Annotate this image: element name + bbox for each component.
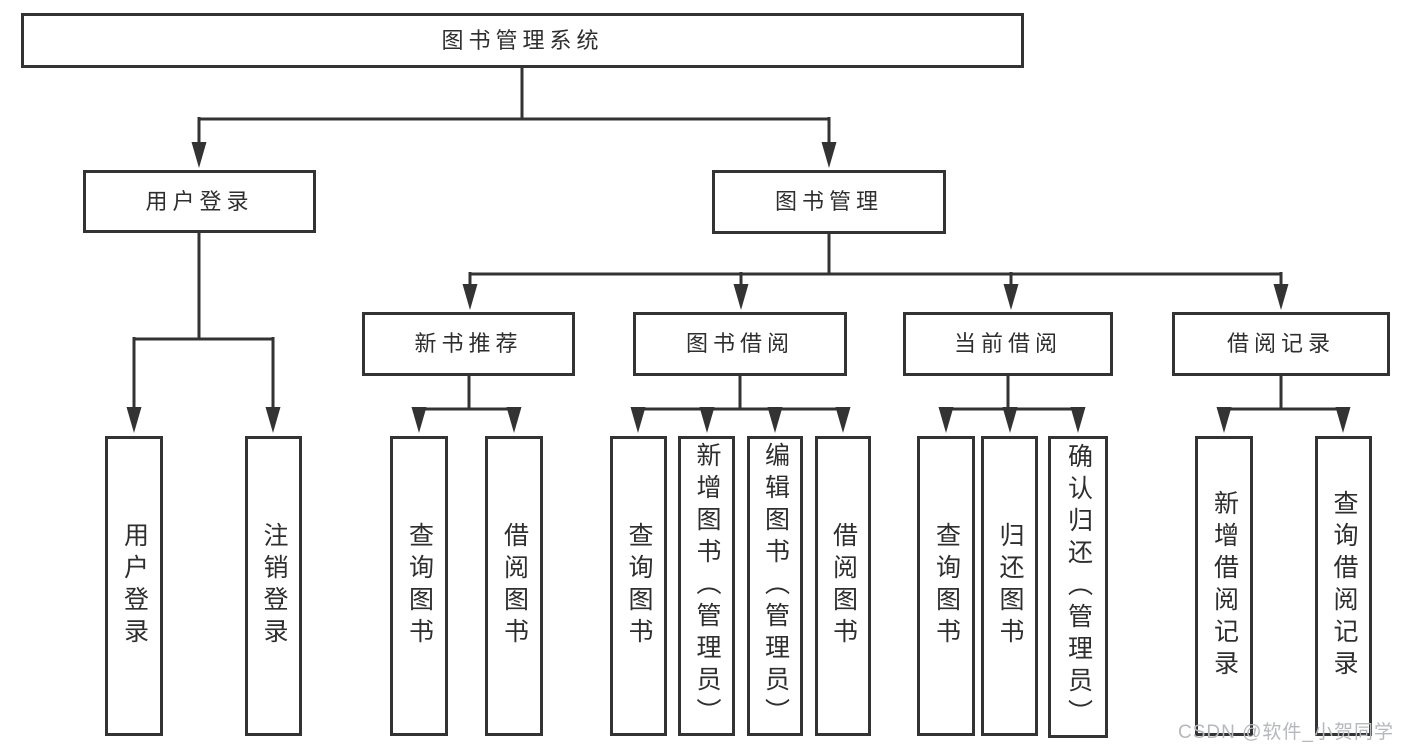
connector-borrow-records (1222, 376, 1345, 412)
connector-new-book-recommend (417, 376, 516, 412)
connector-book-borrow (636, 376, 845, 412)
leaf-current-confirm-return-label: 确认归还（管理员） (1064, 443, 1093, 731)
node-book-management: 图书管理 (712, 170, 946, 234)
leaf-recommend-borrow-book: 借阅图书 (485, 436, 543, 736)
arrowheads (126, 142, 1351, 433)
leaf-borrow-query-book: 查询图书 (610, 436, 667, 736)
leaf-user-login-label: 用户登录 (120, 522, 149, 650)
leaf-current-return-book: 归还图书 (981, 436, 1038, 736)
node-borrow-records: 借阅记录 (1172, 312, 1390, 376)
node-user-login: 用户登录 (83, 170, 316, 233)
leaf-user-login: 用户登录 (105, 436, 163, 736)
node-new-book-recommend-label: 新书推荐 (414, 331, 523, 356)
leaf-recommend-query-book: 查询图书 (390, 436, 448, 736)
leaf-borrow-borrow-book: 借阅图书 (815, 436, 871, 736)
connector-current-borrow (944, 376, 1080, 412)
node-book-management-label: 图书管理 (774, 189, 883, 214)
leaf-current-return-book-label: 归还图书 (996, 522, 1024, 650)
leaf-recommend-query-book-label: 查询图书 (405, 522, 434, 650)
leaf-current-confirm-return: 确认归还（管理员） (1048, 436, 1108, 738)
node-root-label: 图书管理系统 (441, 27, 604, 53)
node-root: 图书管理系统 (21, 13, 1024, 68)
node-new-book-recommend: 新书推荐 (362, 312, 575, 376)
watermark: CSDN @软件_小贺同学 (1178, 722, 1394, 743)
leaf-records-add-record-label: 新增借阅记录 (1210, 490, 1239, 682)
node-book-borrow: 图书借阅 (633, 312, 847, 376)
leaf-borrow-add-book: 新增图书（管理员） (678, 436, 735, 736)
node-user-login-label: 用户登录 (145, 188, 254, 214)
connector-root (197, 68, 831, 146)
connector-user-login (132, 233, 275, 410)
leaf-borrow-edit-book: 编辑图书（管理员） (747, 436, 803, 736)
leaf-recommend-borrow-book-label: 借阅图书 (500, 522, 529, 650)
leaf-logout-label: 注销登录 (260, 522, 288, 650)
leaf-borrow-borrow-book-label: 借阅图书 (829, 522, 858, 650)
leaf-logout: 注销登录 (245, 436, 302, 736)
leaf-borrow-edit-book-label: 编辑图书（管理员） (761, 442, 790, 730)
node-current-borrow-label: 当前借阅 (953, 331, 1062, 356)
leaf-borrow-query-book-label: 查询图书 (625, 522, 653, 650)
leaf-current-query-book: 查询图书 (917, 436, 975, 736)
leaf-records-query-record: 查询借阅记录 (1315, 436, 1372, 736)
leaf-records-query-record-label: 查询借阅记录 (1330, 490, 1358, 682)
leaf-records-add-record: 新增借阅记录 (1195, 436, 1253, 736)
node-book-borrow-label: 图书借阅 (685, 331, 794, 356)
node-current-borrow: 当前借阅 (903, 312, 1113, 376)
connector-book-management (468, 233, 1283, 288)
leaf-borrow-add-book-label: 新增图书（管理员） (693, 442, 721, 730)
leaf-current-query-book-label: 查询图书 (932, 522, 961, 650)
node-borrow-records-label: 借阅记录 (1226, 331, 1335, 356)
